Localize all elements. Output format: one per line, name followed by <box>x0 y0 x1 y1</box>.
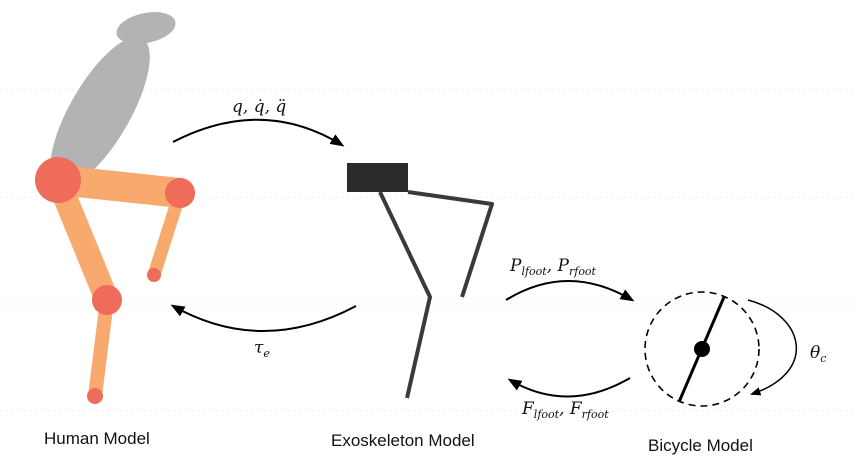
human-right-knee-joint <box>92 285 122 315</box>
human-left-knee-joint <box>165 178 195 208</box>
human-model <box>35 12 195 404</box>
human-left-foot-joint <box>147 268 161 282</box>
bicycle-crank-hub <box>694 341 710 357</box>
label-foot-forces: Flfoot, Frfoot <box>521 399 609 421</box>
label-foot-positions: Plfoot, Prfoot <box>509 256 597 278</box>
human-right-shank <box>88 293 114 403</box>
bicycle-model <box>644 291 797 407</box>
human-hip-joint <box>35 157 81 203</box>
exoskeleton-model <box>347 163 494 399</box>
background-gridlines <box>0 89 857 412</box>
exo-front-leg <box>378 191 432 399</box>
caption-exoskeleton-model: Exoskeleton Model <box>331 431 475 450</box>
label-exo-torque: τe <box>254 338 270 360</box>
arrow-human-to-exo <box>172 118 345 147</box>
exo-hip-block <box>347 163 408 192</box>
arrow-exo-to-bicycle <box>505 280 635 302</box>
human-torso <box>50 36 150 188</box>
human-head <box>116 12 176 44</box>
human-right-foot-joint <box>87 388 103 404</box>
label-joint-states: q, q̇, q̈ <box>232 97 286 117</box>
arrow-exo-to-human <box>170 304 357 332</box>
exo-back-leg <box>407 190 494 298</box>
bicycle-wheel-outline <box>644 291 760 407</box>
caption-bicycle-model: Bicycle Model <box>648 436 753 455</box>
label-crank-angle: θc <box>810 343 826 365</box>
caption-human-model: Human Model <box>44 429 150 448</box>
theta-rotation-arrow <box>747 299 797 396</box>
arrow-bicycle-to-exo <box>507 377 631 398</box>
